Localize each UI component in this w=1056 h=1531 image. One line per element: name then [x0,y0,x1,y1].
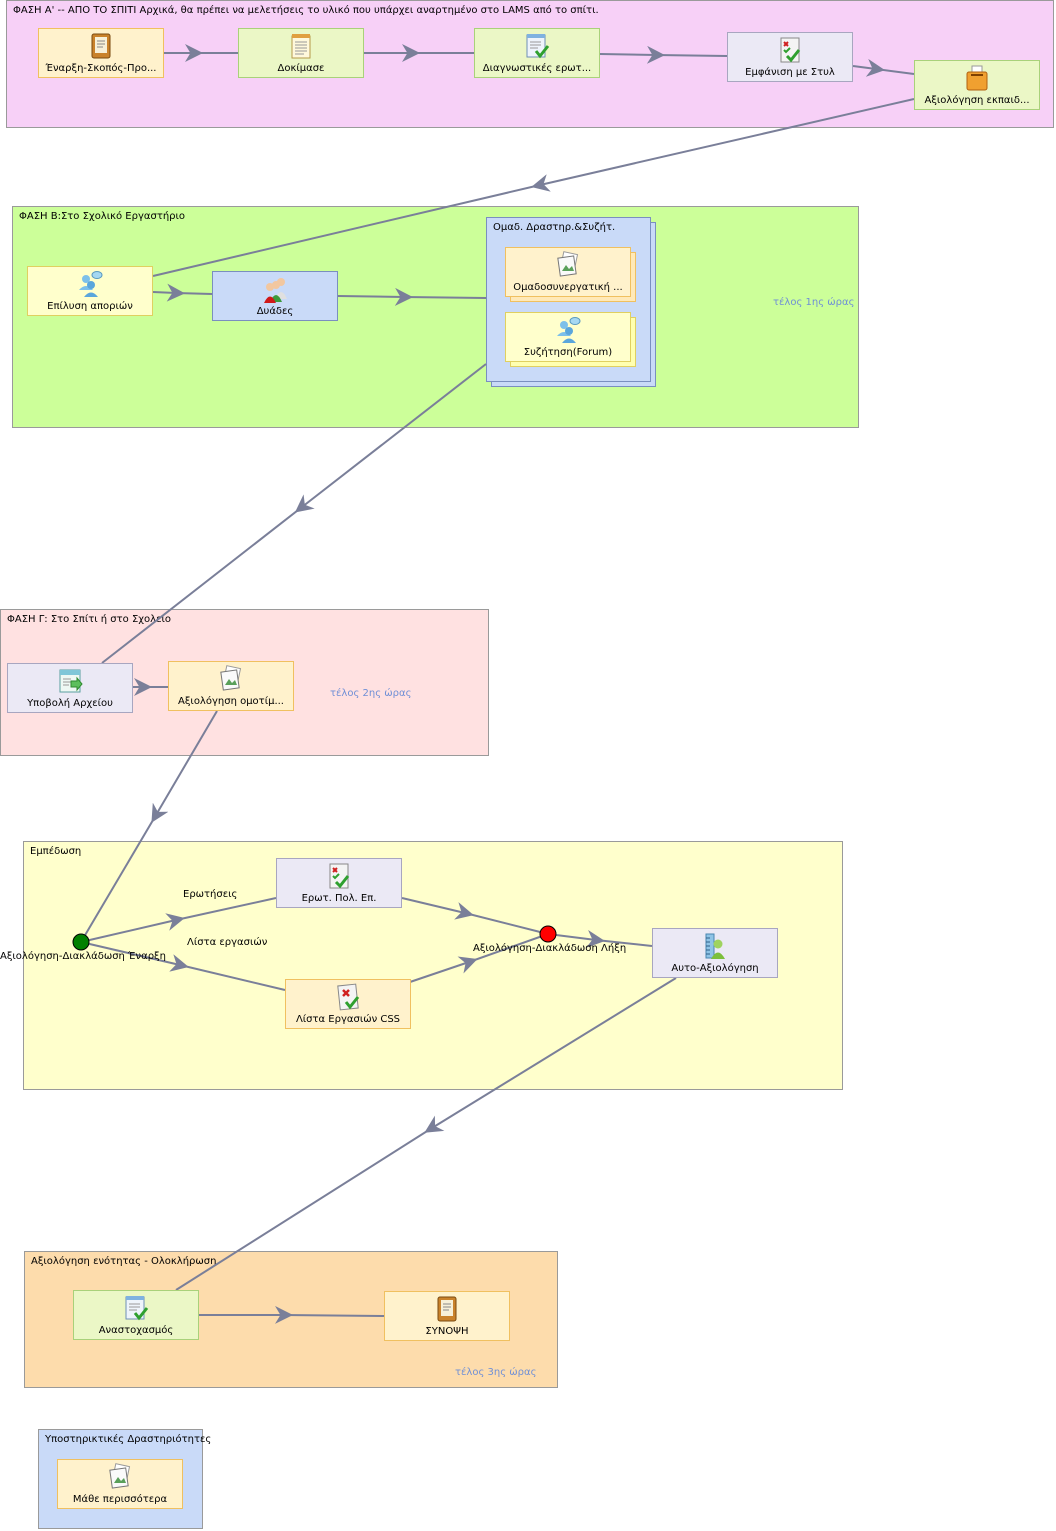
activity-a5[interactable]: Αξιολόγηση εκπαιδ... [914,60,1040,110]
link-a4-a5 [852,58,915,77]
link-a5-b1 [152,98,915,277]
phase-c-title: ΦΑΣΗ Γ: Στο Σπίτι ή στο Σχολείο [7,614,171,625]
activity-b3b[interactable]: Συζήτηση(Forum) [505,312,631,362]
phase-c-note: τέλος 2ης ώρας [330,688,412,699]
link-b2-group [337,287,487,306]
task-list-icon [337,983,360,1011]
activity-b1-label: Επίλυση αποριών [47,301,133,312]
activity-a4[interactable]: Εμφάνιση με Στυλ [727,32,853,82]
link-e1-e2 [199,1305,385,1324]
activity-a2-label: Δοκίμασε [277,63,325,74]
activity-f1[interactable]: Μάθε περισσότερα [57,1459,183,1509]
branch-end-node [539,925,557,943]
link-b1-b2 [152,283,213,302]
activity-a1[interactable]: Έναρξη-Σκοπός-Προ... [38,28,164,78]
activity-e2-label: ΣΥΝΟΨΗ [425,1326,469,1337]
activity-c1[interactable]: Υποβολή Αρχείου [7,663,133,713]
activity-e1-label: Αναστοχασμός [98,1325,174,1336]
phase-b-note: τέλος 1ης ώρας [773,297,855,308]
activity-d2[interactable]: Λίστα Εργασιών CSS [285,979,411,1029]
checklist-icon [526,34,550,59]
phase-e-title: Αξιολόγηση ενότητας - Ολοκλήρωση [31,1256,217,1267]
phase-e-note: τέλος 3ης ώρας [455,1367,537,1378]
forum-icon [557,317,581,343]
link-start-d1 [80,897,277,943]
phase-a-title: ΦΑΣΗ Α' -- ΑΠΟ ΤΟ ΣΠΙΤΙ Αρχικά, θα πρέπε… [13,5,599,16]
branch2-label: Λίστα εργασιών [187,937,268,948]
notebook-icon [91,33,111,59]
branch1-label: Ερωτήσεις [183,889,238,900]
phase-d-title: Εμπέδωση [30,846,82,857]
link-group-c1 [101,363,487,664]
pairs-users-icon [264,278,287,303]
activity-a2[interactable]: Δοκίμασε [238,28,364,78]
activity-d3-label: Αυτο-Αξιολόγηση [671,963,759,974]
activity-c2-label: Αξιολόγηση ομοτίμ... [178,696,284,707]
quiz-icon [780,37,801,63]
ballot-box-icon [966,65,988,91]
phase-f-title: Υποστηρικτικές Δραστηριότητες [45,1434,212,1445]
activity-f1-label: Μάθε περισσότερα [72,1494,168,1505]
activity-a3-label: Διαγνωστικές ερωτ... [482,63,592,74]
branch-start-label: Αξιολόγηση-Διακλάδωση Έναρξη [0,951,166,962]
link-end-d3 [547,930,653,948]
branch-start-node [72,933,90,951]
peer-review-icon [220,665,242,691]
activity-c2[interactable]: Αξιολόγηση ομοτίμ... [168,661,294,711]
link-d1-end [401,897,549,935]
activity-b1[interactable]: Επίλυση αποριών [27,266,153,316]
activity-b2[interactable]: Δυάδες [212,271,338,321]
shared-image-icon [557,251,579,277]
phase-b-title: ΦΑΣΗ Β:Στο Σχολικό Εργαστήριο [19,211,186,222]
activity-c1-label: Υποβολή Αρχείου [27,698,113,709]
activity-d1-label: Ερωτ. Πολ. Επ. [301,893,377,904]
activity-e2[interactable]: ΣΥΝΟΨΗ [384,1291,510,1341]
activity-b3a[interactable]: Ομαδοσυνεργατική ... [505,247,631,297]
activity-b2-label: Δυάδες [256,306,294,317]
activity-b3a-label: Ομαδοσυνεργατική ... [513,282,623,293]
activity-d1[interactable]: Ερωτ. Πολ. Επ. [276,858,402,908]
chat-users-icon [79,271,103,297]
notepad-icon [291,34,311,59]
self-assessment-icon [705,933,725,959]
link-d3-e1 [175,977,677,1291]
file-upload-icon [59,669,83,693]
activity-e1[interactable]: Αναστοχασμός [73,1290,199,1340]
activity-a5-label: Αξιολόγηση εκπαιδ... [924,95,1030,106]
branch-end-label: Αξιολόγηση-Διακλάδωση Λήξη [473,943,627,954]
activity-d2-label: Λίστα Εργασιών CSS [295,1014,401,1025]
activity-a4-label: Εμφάνιση με Στυλ [745,67,835,78]
activity-a3[interactable]: Διαγνωστικές ερωτ... [474,28,600,78]
link-start-d2 [80,941,286,991]
link-d2-end [409,933,549,983]
link-a3-a4 [599,45,728,64]
reflection-icon [125,1296,149,1321]
phase-b: ΦΑΣΗ Β:Στο Σχολικό Εργαστήριο [12,206,859,428]
group-title: Ομαδ. Δραστηρ.&Συζήτ. [493,222,616,233]
activity-a1-label: Έναρξη-Σκοπός-Προ... [45,63,157,74]
link-c2-start [80,710,218,943]
activity-d3[interactable]: Αυτο-Αξιολόγηση [652,928,778,978]
multiple-choice-icon [329,863,350,889]
learn-more-icon [109,1463,131,1489]
summary-notebook-icon [437,1296,457,1322]
activity-b3b-label: Συζήτηση(Forum) [523,347,613,358]
